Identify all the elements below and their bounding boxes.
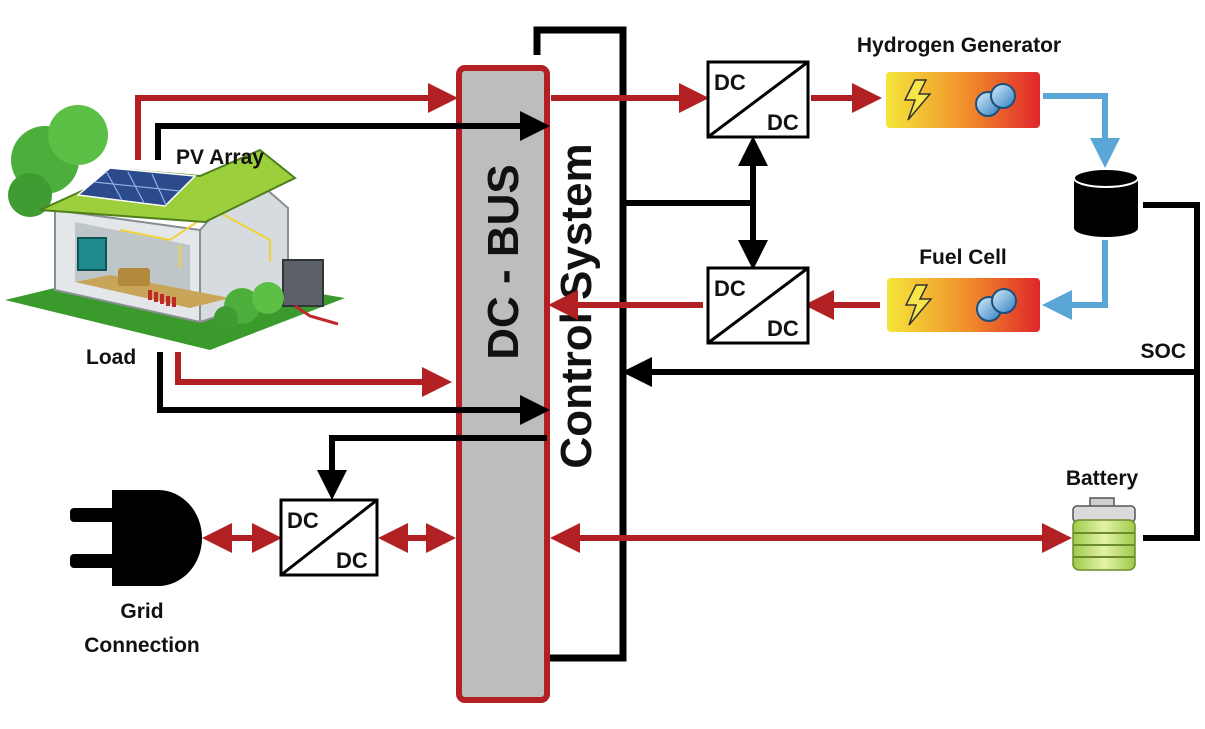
control-arrows <box>155 111 1200 541</box>
dc-dc-converter-grid: DC DC <box>279 498 379 577</box>
power-plug-icon <box>70 490 202 586</box>
converter-top-label: DC <box>714 276 746 301</box>
control-system-frame <box>533 26 627 662</box>
dc-bus-bar <box>456 65 550 703</box>
solar-panel-icon <box>76 167 197 207</box>
lightning-icon <box>903 79 932 121</box>
soc-label: SOC <box>1140 340 1186 363</box>
hydrogen-flow-arrows <box>1042 93 1120 320</box>
tank-to-fuelcell-arrow <box>1042 240 1108 320</box>
hydrogen-generator-block <box>886 72 1040 128</box>
lightning-icon <box>904 284 933 326</box>
hydrogen-tank-icon <box>1073 168 1139 237</box>
sofa <box>118 268 150 286</box>
house-illustration <box>5 105 345 350</box>
converter-bottom-label: DC <box>767 110 799 135</box>
dc-dc-converter-h2: DC DC <box>706 60 810 139</box>
floor <box>75 275 230 308</box>
converter-top-label: DC <box>714 70 746 95</box>
dc-bus-label: DC - BUS <box>479 164 528 360</box>
molecule-icon <box>976 288 1017 322</box>
grid-connection-label-line2: Connection <box>84 634 200 657</box>
hydrogen-generator-label: Hydrogen Generator <box>857 34 1061 57</box>
pv-control-arrow <box>155 111 550 160</box>
h2-generator-to-tank-arrow <box>1043 93 1120 168</box>
load-control-arrow <box>157 352 550 425</box>
converter-bottom-label: DC <box>767 316 799 341</box>
pv-array-label: PV Array <box>176 146 264 169</box>
soc-feedback-arrow <box>628 202 1200 541</box>
dc-dc-converter-fuelcell: DC DC <box>706 266 810 345</box>
power-flow-arrows <box>135 83 1072 553</box>
pv-to-bus-arrow <box>135 83 458 160</box>
fuel-cell-block <box>887 278 1040 332</box>
window <box>77 237 107 271</box>
grid-converter-control-arrow <box>317 435 547 500</box>
bush-icon <box>214 282 284 330</box>
load-from-bus-arrow <box>175 352 452 397</box>
molecule-icon <box>975 83 1016 117</box>
battery-label: Battery <box>1066 467 1139 490</box>
converter-bottom-label: DC <box>336 548 368 573</box>
cable <box>294 304 339 326</box>
grid-connection-label-line1: Grid <box>120 600 163 623</box>
converter-top-label: DC <box>287 508 319 533</box>
fuel-cell-label: Fuel Cell <box>919 246 1007 269</box>
load-label: Load <box>86 346 136 369</box>
battery-icon <box>1072 497 1136 571</box>
tree-icon <box>8 105 108 217</box>
heat-pump-unit <box>282 259 324 307</box>
radiator <box>148 290 176 307</box>
